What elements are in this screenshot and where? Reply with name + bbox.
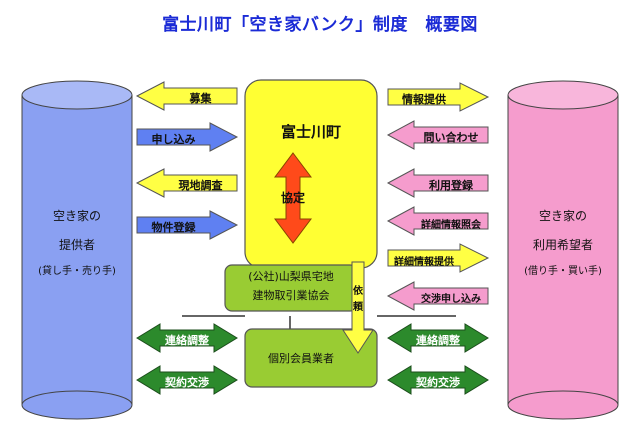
provider-label-3: (貸し手・売り手) xyxy=(38,266,116,277)
negotiation-request-label: 交渉申し込み xyxy=(421,294,481,305)
survey-label: 現地調査 xyxy=(178,179,223,192)
recruit-label: 募集 xyxy=(189,92,212,105)
contract-right-label: 契約交渉 xyxy=(416,376,460,389)
request-label-1: 依 xyxy=(353,286,363,297)
town-box xyxy=(244,79,378,269)
liaison-right-arrow xyxy=(387,323,489,353)
info-provide-label: 情報提供 xyxy=(402,93,446,106)
apply-arrow xyxy=(136,122,239,152)
detail-inquiry-label: 詳細情報照会 xyxy=(421,220,481,231)
info-provide-arrow xyxy=(387,82,490,112)
detail-provide-label: 詳細情報提供 xyxy=(394,257,454,268)
agreement-arrow xyxy=(274,152,312,244)
liaison-left-arrow xyxy=(136,323,238,353)
user-label-1: 空き家の xyxy=(538,209,587,223)
diagram-title: 富士川町「空き家バンク」制度 概要図 xyxy=(162,15,478,35)
negotiation-request-arrow xyxy=(386,281,489,311)
association-label-1: (公社)山梨県宅地 xyxy=(248,270,334,283)
survey-arrow xyxy=(135,168,238,198)
request-arrow xyxy=(342,261,374,354)
property-registration-arrow xyxy=(136,210,239,240)
inquiry-label: 問い合わせ xyxy=(423,131,479,144)
user-cylinder xyxy=(507,80,619,420)
recruit-arrow xyxy=(135,81,238,111)
members-label: 個別会員業者 xyxy=(268,352,334,365)
contract-left-label: 契約交渉 xyxy=(165,376,209,389)
user-registration-arrow xyxy=(386,168,489,198)
user-label-2: 利用希望者 xyxy=(532,238,593,252)
request-label-2: 頼 xyxy=(353,302,363,313)
user-registration-label: 利用登録 xyxy=(429,179,473,192)
apply-label: 申し込み xyxy=(151,133,196,146)
inquiry-arrow xyxy=(386,120,489,150)
agreement-label: 協定 xyxy=(280,191,305,205)
user-label-3: (借り手・買い手) xyxy=(524,266,602,277)
town-label: 富士川町 xyxy=(280,123,341,141)
detail-inquiry-arrow xyxy=(386,206,489,236)
provider-label-2: 提供者 xyxy=(58,238,95,252)
contract-left-arrow xyxy=(136,365,238,395)
detail-provide-arrow xyxy=(387,243,490,273)
association-label-2: 建物取引業協会 xyxy=(252,289,330,302)
liaison-right-label: 連絡調整 xyxy=(416,334,460,347)
property-registration-label: 物件登録 xyxy=(151,221,196,234)
members-box xyxy=(244,328,378,388)
contract-right-arrow xyxy=(387,365,489,395)
liaison-left-label: 連絡調整 xyxy=(165,334,209,347)
provider-cylinder xyxy=(21,80,133,420)
provider-label-1: 空き家の xyxy=(52,209,101,223)
